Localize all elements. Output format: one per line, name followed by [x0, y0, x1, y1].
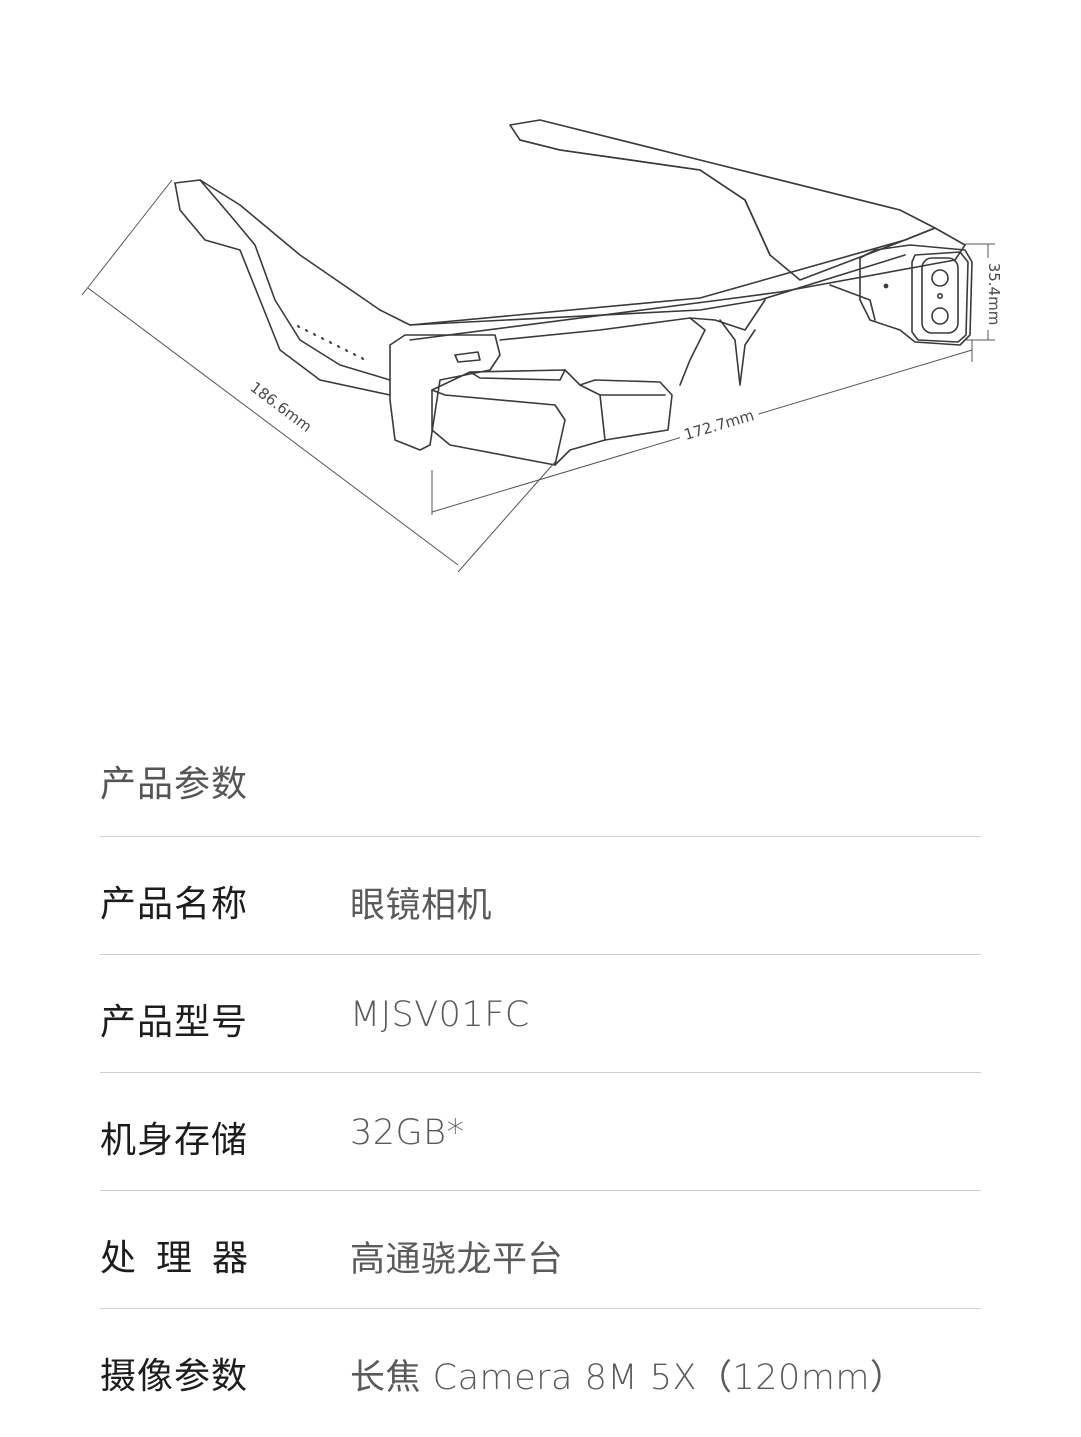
dimension-height: 35.4mm	[985, 263, 1003, 326]
spec-row-product-name: 产品名称 眼镜相机	[100, 836, 981, 954]
glasses-camera-icon: 186.6mm 172.7mm 35.4mm	[81, 119, 1003, 573]
spec-value: 长焦 Camera 8M 5X（120mm）	[350, 1358, 906, 1398]
spec-row-model: 产品型号 MJSV01FC	[100, 954, 981, 1072]
product-illustration: 186.6mm 172.7mm 35.4mm	[0, 0, 1081, 640]
spec-row-processor: 处理器 高通骁龙平台	[100, 1190, 981, 1308]
spec-value: 32GB*	[350, 1113, 465, 1153]
spec-value: 高通骁龙平台	[350, 1240, 564, 1280]
spec-label: 机身存储	[100, 1120, 249, 1161]
spec-value: 眼镜相机	[350, 886, 493, 926]
section-title: 产品参数	[100, 764, 249, 805]
spec-row-storage: 机身存储 32GB*	[100, 1072, 981, 1190]
spec-label: 处理器	[100, 1238, 269, 1279]
spec-label: 产品名称	[100, 884, 249, 925]
spec-row-camera: 摄像参数 长焦 Camera 8M 5X（120mm）	[100, 1308, 981, 1426]
spec-table: 产品名称 眼镜相机 产品型号 MJSV01FC 机身存储 32GB* 处理器 高…	[100, 836, 981, 1426]
spec-label: 产品型号	[100, 1002, 249, 1043]
spec-label: 摄像参数	[100, 1356, 249, 1397]
spec-value: MJSV01FC	[350, 995, 530, 1035]
